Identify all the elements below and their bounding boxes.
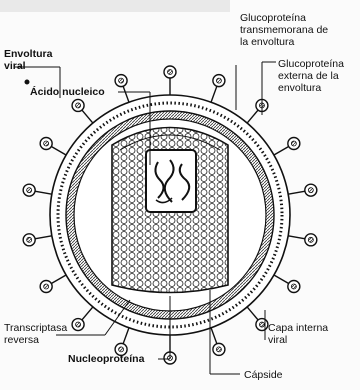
spike-stalk — [123, 328, 129, 345]
spike-head-core — [291, 141, 296, 146]
scan-noise-band — [0, 0, 230, 12]
label-transcriptasa-reversa: Transcriptasa reversa — [4, 322, 84, 346]
spike-stalk — [274, 275, 290, 284]
label-glucoproteina-transmembrana: Glucoproteína transmemorana de la envolt… — [240, 12, 358, 48]
spike-stalk — [288, 191, 306, 194]
spike-head-core — [216, 347, 221, 352]
spike-head-core — [168, 70, 173, 75]
spike-stalk — [50, 146, 66, 155]
spike-head-core — [119, 347, 124, 352]
spike-head-core — [308, 188, 313, 193]
label-nucleoproteina: Nucleoproteína — [68, 353, 168, 365]
label-capa-interna-viral: Capa interna viral — [268, 322, 358, 346]
label-envoltura-viral: Envoltura viral — [4, 48, 64, 72]
spike-head-core — [308, 237, 313, 242]
spike-head-core — [44, 284, 49, 289]
spike-stalk — [288, 236, 306, 239]
spike-stalk — [274, 146, 290, 155]
label-glucoproteina-externa: Glucoproteína externa de la envoltura — [278, 58, 358, 94]
spike-stalk — [123, 85, 129, 102]
spike-head-core — [27, 188, 32, 193]
spike-head-core — [216, 78, 221, 83]
spike-head-core — [44, 141, 49, 146]
nucleic-acid-core — [146, 150, 196, 212]
spike-head-core — [259, 322, 264, 327]
spike-stalk — [211, 328, 217, 345]
spike-stalk — [34, 191, 52, 194]
spike-stalk — [81, 109, 93, 123]
spike-head-core — [76, 103, 81, 108]
spike-stalk — [211, 85, 217, 102]
spike-head-core — [27, 237, 32, 242]
spike-stalk — [81, 307, 93, 321]
spike-stalk — [50, 275, 66, 284]
spike-stalk — [34, 236, 52, 239]
spike-stalk — [247, 307, 259, 321]
spike-head-core — [291, 284, 296, 289]
spike-stalk — [247, 109, 259, 123]
label-capside: Cápside — [244, 369, 324, 381]
spike-head-core — [119, 78, 124, 83]
label-acido-nucleico: Ácido nucleico — [30, 86, 120, 98]
